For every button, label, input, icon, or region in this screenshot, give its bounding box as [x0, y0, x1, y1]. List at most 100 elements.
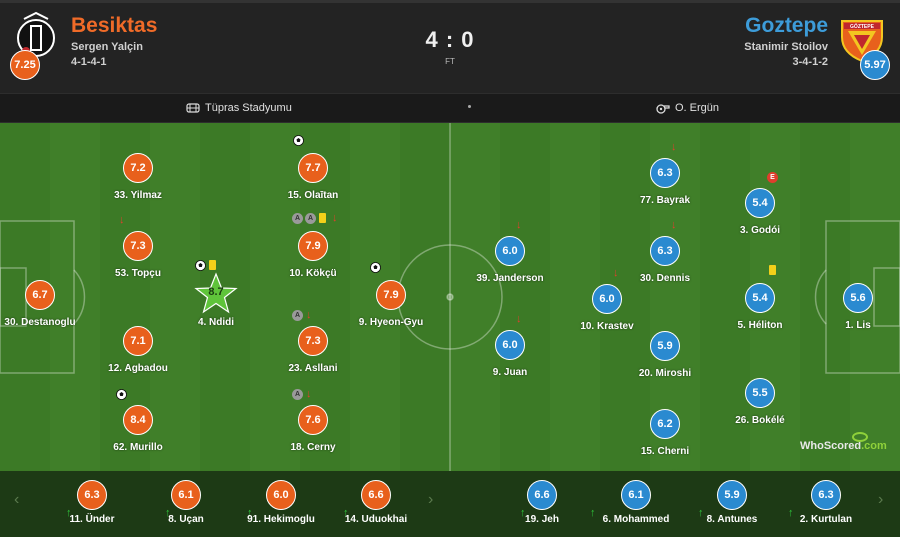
info-separator: [468, 105, 471, 108]
home-team-name[interactable]: Besiktas: [71, 14, 158, 37]
whoscored-logo[interactable]: WhoScored.com: [800, 432, 887, 452]
player-godoi[interactable]: E 5.4 3. Godói: [700, 172, 820, 240]
venue-info: Tüpras Stadyumu: [186, 102, 292, 114]
sub-player[interactable]: ↑ 6.0 91. Hekimoglu: [231, 480, 331, 530]
subbed-off-icon: ↓: [671, 219, 677, 231]
error-icon: E: [767, 172, 778, 183]
player-name: 77. Bayrak: [639, 195, 691, 206]
player-hyeongyu[interactable]: 7.9 9. Hyeon-Gyu: [331, 262, 451, 332]
away-team-name[interactable]: Goztepe: [745, 14, 828, 37]
sub-player[interactable]: ↑ 6.1 8. Uçan: [136, 480, 236, 530]
assist-icon: A: [305, 213, 316, 224]
sub-player[interactable]: ↑ 6.6 19. Jeh: [492, 480, 592, 530]
subbed-on-icon: ↑: [165, 507, 171, 519]
player-name: 33. Yilmaz: [114, 190, 162, 201]
player-dennis[interactable]: ↓ 6.3 30. Dennis: [605, 220, 725, 288]
stadium-icon: [186, 103, 200, 113]
player-krastev[interactable]: ↓ 6.0 10. Krastev: [547, 268, 667, 336]
player-name: 5. Héliton: [737, 320, 783, 331]
chevron-right-icon[interactable]: ›: [878, 491, 884, 508]
player-name: 30. Dennis: [639, 273, 691, 284]
player-bayrak[interactable]: ↓ 6.3 77. Bayrak: [605, 142, 725, 210]
player-rating: 6.0: [495, 236, 525, 266]
player-yilmaz[interactable]: 7.2 33. Yilmaz: [78, 153, 198, 205]
yellow-card-icon: [319, 213, 326, 226]
sub-rating: 6.6: [361, 480, 391, 510]
sub-name: 14. Uduokhai: [344, 514, 408, 525]
match-status: FT: [445, 57, 455, 66]
subbed-off-icon: ↓: [613, 267, 619, 279]
sub-name: 8. Uçan: [168, 514, 204, 525]
subbed-off-icon: ↓: [671, 141, 677, 153]
player-name: 10. Krastev: [580, 321, 634, 332]
player-bokele[interactable]: 5.5 26. Bokélé: [700, 378, 820, 430]
player-name: 9. Hyeon-Gyu: [358, 317, 424, 328]
sub-name: 6. Mohammed: [602, 514, 670, 525]
player-ndidi[interactable]: 8.7 4. Ndidi: [156, 260, 276, 332]
player-name: 20. Miroshi: [638, 368, 692, 379]
match-header: Besiktas Sergen Yalçin 4-1-4-1 7.25 4 : …: [0, 0, 900, 93]
yellow-card-icon: [209, 260, 216, 273]
player-rating: 7.7: [298, 153, 328, 183]
chevron-left-icon[interactable]: ‹: [14, 491, 20, 508]
sub-name: 91. Hekimoglu: [247, 514, 315, 525]
subbed-off-icon: ↓: [119, 214, 125, 226]
player-juan[interactable]: ↓ 6.0 9. Juan: [450, 314, 570, 382]
sub-player[interactable]: ↑ 5.9 8. Antunes: [682, 480, 782, 530]
player-kokcu[interactable]: A A ↓ 7.9 10. Kökçü: [253, 213, 373, 283]
subbed-on-icon: ↑: [590, 507, 596, 519]
referee-info: O. Ergün: [656, 102, 719, 114]
subbed-off-icon: ↓: [306, 309, 312, 321]
player-janderson[interactable]: ↓ 6.0 39. Janderson: [450, 220, 570, 288]
besiktas-crest-icon: [17, 11, 55, 57]
sub-player[interactable]: ↑ 6.1 6. Mohammed: [586, 480, 686, 530]
player-heliton[interactable]: 5.4 5. Héliton: [700, 265, 820, 335]
subbed-on-icon: ↑: [343, 507, 349, 519]
player-cerny[interactable]: A ↓ 7.6 18. Cerny: [253, 389, 373, 457]
player-rating: 6.0: [592, 284, 622, 314]
match-info-bar: Tüpras Stadyumu O. Ergün: [0, 93, 900, 123]
subbed-off-icon: ↓: [306, 388, 312, 400]
yellow-card-icon: [769, 265, 776, 278]
player-agbadou[interactable]: 7.1 12. Agbadou: [78, 326, 198, 378]
sub-player[interactable]: ↑ 6.3 2. Kurtulan: [776, 480, 876, 530]
player-murillo[interactable]: 8.4 62. Murillo: [78, 389, 198, 457]
player-rating: 5.6: [843, 283, 873, 313]
home-formation: 4-1-4-1: [71, 56, 107, 68]
subbed-on-icon: ↑: [698, 507, 704, 519]
home-team-rating: 7.25: [10, 50, 40, 80]
soccer-ball-icon: [116, 389, 127, 403]
sub-rating: 6.1: [621, 480, 651, 510]
sub-rating: 6.3: [811, 480, 841, 510]
assist-icon: A: [292, 213, 303, 224]
whistle-icon: [656, 103, 670, 114]
subbed-on-icon: ↑: [66, 507, 72, 519]
player-name: 26. Bokélé: [735, 415, 785, 426]
chevron-right-icon[interactable]: ›: [428, 491, 434, 508]
sub-rating: 6.6: [527, 480, 557, 510]
player-name: 9. Juan: [492, 367, 528, 378]
player-rating: 7.2: [123, 153, 153, 183]
player-olaitan[interactable]: 7.7 15. Olaītan: [253, 135, 373, 205]
player-topcu[interactable]: ↓ 7.3 53. Topçu: [78, 215, 198, 283]
sub-name: 2. Kurtulan: [799, 514, 853, 525]
sub-player[interactable]: ↑ 6.6 14. Uduokhai: [326, 480, 426, 530]
player-rating: 5.4: [745, 188, 775, 218]
away-crest-text: GÖZTEPE: [850, 23, 875, 30]
player-rating: 7.9: [298, 231, 328, 261]
player-cherni[interactable]: 6.2 15. Cherni: [605, 409, 725, 461]
subbed-off-icon: ↓: [516, 219, 522, 231]
player-rating: 6.2: [650, 409, 680, 439]
player-rating: 5.5: [745, 378, 775, 408]
player-name: 62. Murillo: [113, 442, 163, 453]
player-rating: 7.9: [376, 280, 406, 310]
player-rating: 6.3: [650, 236, 680, 266]
player-lis[interactable]: 5.6 1. Lis: [798, 283, 900, 335]
player-miroshi[interactable]: 5.9 20. Miroshi: [605, 331, 725, 383]
player-destanoglu[interactable]: 6.7 30. Destanoglu: [0, 280, 100, 332]
player-rating: 7.6: [298, 405, 328, 435]
away-formation: 3-4-1-2: [792, 56, 828, 68]
sub-rating: 6.1: [171, 480, 201, 510]
sub-player[interactable]: ↑ 6.3 11. Ünder: [42, 480, 142, 530]
player-asllani[interactable]: A ↓ 7.3 23. Asllani: [253, 310, 373, 378]
